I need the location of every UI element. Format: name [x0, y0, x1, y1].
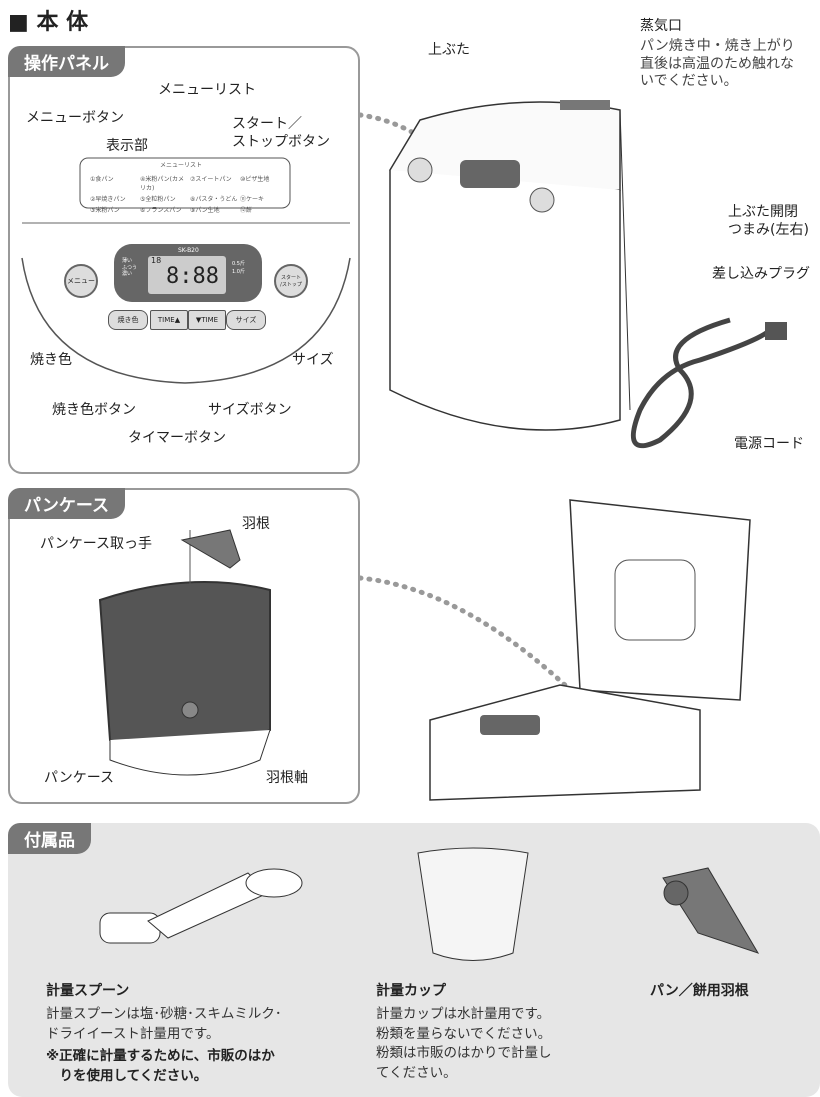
steam-note: パン焼き中・焼き上がり 直後は高温のため触れな いでください。 [640, 38, 795, 89]
menu-item: ⑪ケーキ [240, 196, 265, 203]
time-down-button[interactable]: ▼TIME [188, 310, 226, 330]
model-label: SK-B20 [178, 247, 199, 254]
bread-case-drawing [98, 529, 271, 776]
accessories-section: 付属品 計量スプーン 計量スプーンは塩･砂糖･スキムミルク･ ドライイースト計量… [8, 823, 820, 1097]
spoon-name: 計量スプーン [46, 983, 130, 999]
panel-drawing [21, 157, 351, 384]
spoon-note: ※正確に計量するために、市販のはか りを使用してください。 [46, 1048, 275, 1084]
menu-item: ⑨パン生地 [190, 207, 220, 214]
lcd-display: SK-B20 薄い ふつう 濃い 18 8:88 0.5斤 1.0斤 [114, 244, 262, 302]
label-bread-case: パンケース [44, 770, 114, 786]
menu-item: ⑩ピザ生地 [240, 176, 270, 183]
section-tag: 操作パネル [8, 46, 125, 77]
label-lid: 上ぶた [428, 42, 470, 58]
label-steam-vent: 蒸気口 [640, 18, 682, 34]
menu-number: 18 [151, 256, 162, 265]
label-plug: 差し込みプラグ [712, 266, 810, 282]
bread-case-section: パンケース 羽根 パンケース取っ手 パンケース 羽根軸 [8, 488, 360, 804]
crust-level: 薄い [122, 258, 133, 264]
menu-item: ⑧パスタ・うどん [190, 196, 238, 203]
size-level: 1.0斤 [232, 269, 245, 275]
time-digits: 8:88 [166, 264, 219, 289]
label-case-handle: パンケース取っ手 [40, 536, 152, 552]
blade-accessory-name: パン／餅用羽根 [650, 983, 749, 999]
crust-level: ふつう [122, 264, 138, 271]
open-lid-drawing [360, 499, 751, 801]
section-tag: パンケース [8, 488, 125, 519]
menu-item: ②早焼きパン [90, 196, 126, 203]
label-blade-shaft: 羽根軸 [266, 770, 308, 786]
label-size: サイズ [292, 352, 334, 368]
size-level: 0.5斤 [232, 261, 245, 267]
cup-name: 計量カップ [376, 983, 446, 999]
section-tag: 付属品 [8, 823, 91, 854]
label-display: 表示部 [106, 138, 148, 154]
control-panel-section: 操作パネル メニューリスト ①食パン ④米粉パン(カメリカ) ⑦スイートパン ⑩… [8, 46, 360, 474]
menu-item: ①食パン [90, 176, 114, 183]
menu-item: ⑥フランスパン [140, 207, 182, 214]
page-title: ■ 本 体 [8, 10, 89, 35]
menu-item: ⑫餅 [240, 207, 253, 214]
cup-desc: 計量カップは水計量用です。 粉類を量らないでください。 粉類は市販のはかりで計量… [376, 1006, 552, 1081]
label-crust-button: 焼き色ボタン [52, 402, 136, 418]
label-timer-button: タイマーボタン [128, 430, 226, 446]
label-menu-list: メニューリスト [158, 82, 256, 98]
menu-list-title: メニューリスト [160, 162, 203, 169]
bread-maker-drawing [360, 100, 787, 449]
menu-item: ⑦スイートパン [190, 176, 232, 183]
label-size-button: サイズボタン [208, 402, 292, 418]
crust-button[interactable]: 焼き色 [108, 310, 148, 330]
label-crust: 焼き色 [30, 352, 72, 368]
menu-list: ①食パン ④米粉パン(カメリカ) ⑦スイートパン ⑩ピザ生地 ②早焼きパン ⑤全… [90, 174, 290, 214]
menu-button[interactable]: メニュー [64, 264, 98, 298]
label-start-stop: スタート／ ストップボタン [232, 116, 330, 150]
start-stop-button[interactable]: スタート /ストップ [274, 264, 308, 298]
label-blade: 羽根 [242, 516, 270, 532]
size-button[interactable]: サイズ [226, 310, 266, 330]
spoon-desc: 計量スプーンは塩･砂糖･スキムミルク･ ドライイースト計量用です。 [46, 1006, 282, 1042]
menu-item: ⑤全粒粉パン [140, 196, 176, 203]
label-cord: 電源コード [734, 436, 804, 452]
menu-item: ③米粉パン [90, 207, 120, 214]
menu-item: ④米粉パン(カメリカ) [140, 176, 185, 192]
label-lid-latch: 上ぶた開閉 つまみ(左右) [728, 204, 809, 238]
accessories-drawing [99, 847, 760, 961]
crust-level: 濃い [122, 271, 133, 277]
label-menu-button: メニューボタン [26, 110, 124, 126]
time-up-button[interactable]: TIME▲ [150, 310, 188, 330]
